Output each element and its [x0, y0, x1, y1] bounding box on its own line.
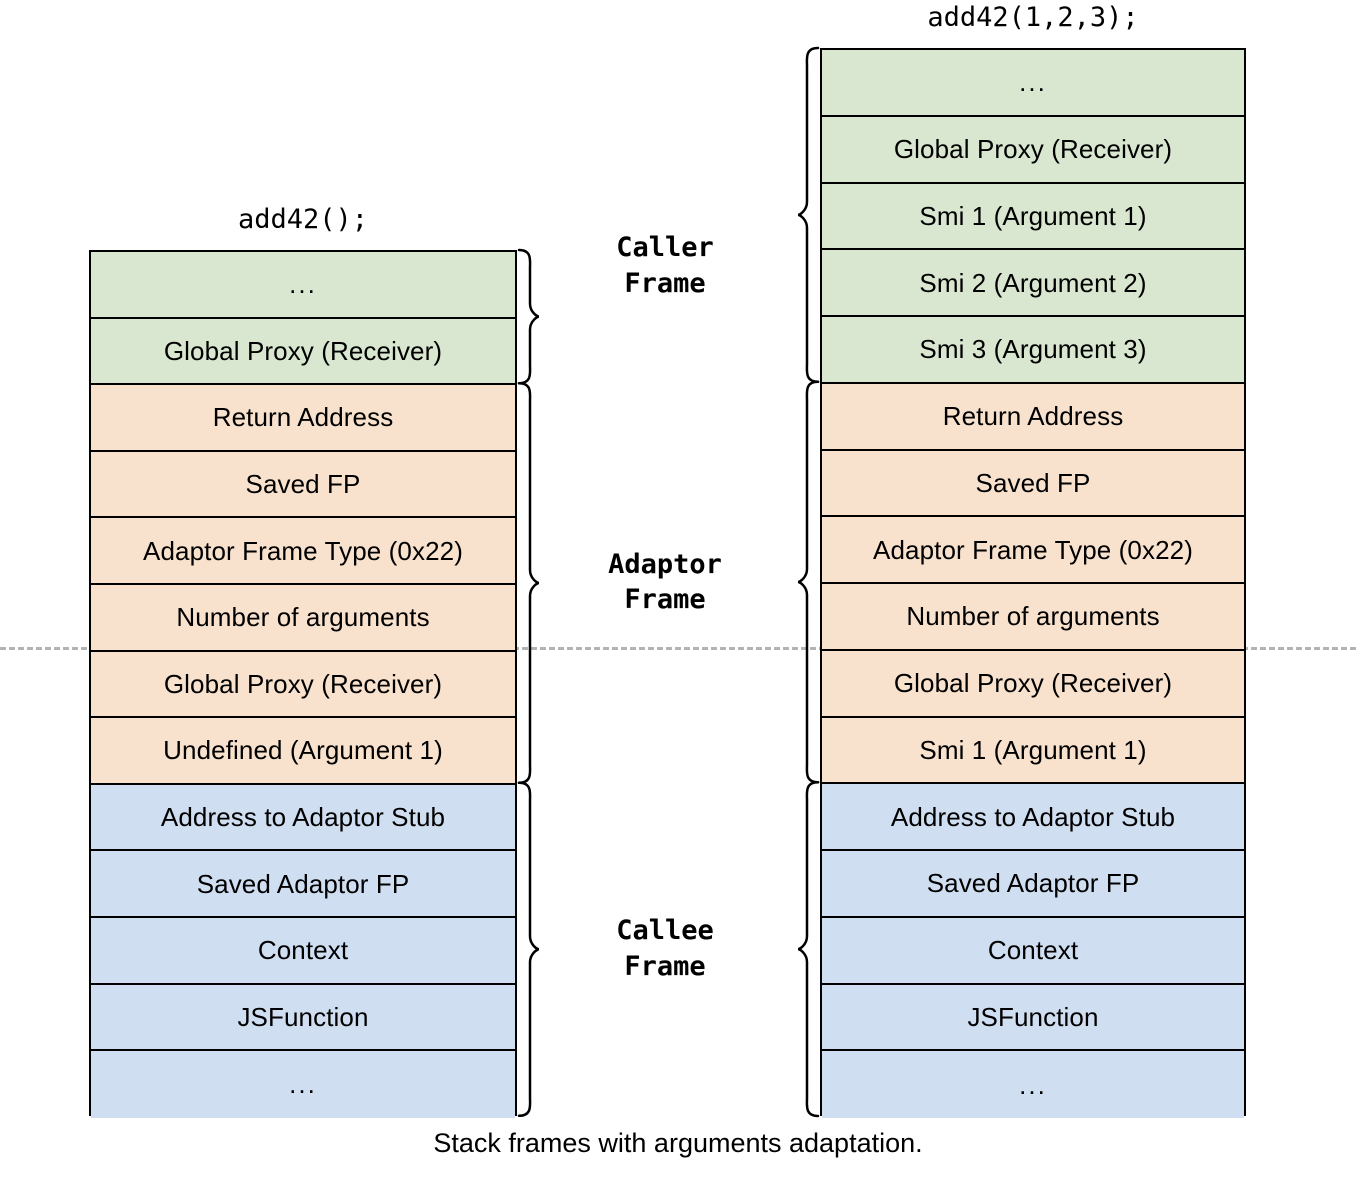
- stack-slot: Global Proxy (Receiver): [91, 651, 515, 719]
- stack-slot: Smi 1 (Argument 1): [822, 717, 1244, 785]
- caller-frame-label-line2: Frame: [624, 267, 706, 299]
- stack-slot: Smi 1 (Argument 1): [822, 183, 1244, 251]
- stack-slot: ...: [822, 1051, 1244, 1118]
- stack-slot-label: Adaptor Frame Type (0x22): [873, 534, 1193, 565]
- callee-frame-label-line1: Callee: [616, 915, 714, 947]
- stack-slot: ...: [91, 252, 515, 319]
- stack-slot: ...: [91, 1051, 515, 1118]
- adaptor-frame-label-line1: Adaptor: [608, 548, 722, 580]
- stack-slot-label: Smi 1 (Argument 1): [919, 200, 1147, 231]
- stack-slot-label: Smi 3 (Argument 3): [919, 334, 1147, 365]
- stack-slot: Context: [822, 917, 1244, 985]
- stack-slot-label: Context: [257, 935, 349, 966]
- figure-caption: Stack frames with arguments adaptation.: [433, 1128, 923, 1158]
- stack-slot-label: Adaptor Frame Type (0x22): [143, 535, 463, 566]
- stack-slot-label: Saved Adaptor FP: [196, 868, 410, 899]
- stack-slot: Adaptor Frame Type (0x22): [91, 518, 515, 585]
- stack-slot-label: Saved Adaptor FP: [926, 868, 1140, 899]
- stack-slot: Saved Adaptor FP: [91, 851, 515, 918]
- callee-frame-label: Callee Frame: [545, 913, 785, 985]
- stack-slot: Saved Adaptor FP: [822, 851, 1244, 918]
- adaptor-frame-label: Adaptor Frame: [545, 547, 785, 619]
- stack-slot-label: JSFunction: [237, 1001, 369, 1032]
- stack-slot-label: Context: [987, 935, 1079, 966]
- left-stack-call-title: add42();: [237, 204, 369, 235]
- stack-slot: Smi 2 (Argument 2): [822, 250, 1244, 317]
- stack-slot-label: Smi 1 (Argument 1): [919, 734, 1147, 765]
- stack-slot: Global Proxy (Receiver): [822, 116, 1244, 184]
- stack-slot: Saved FP: [91, 451, 515, 519]
- stack-slot-label: Saved FP: [245, 469, 361, 500]
- stack-slot: Smi 3 (Argument 3): [822, 317, 1244, 384]
- stack-slot-label: Global Proxy (Receiver): [163, 668, 443, 699]
- stack-slot: Undefined (Argument 1): [91, 718, 515, 785]
- caller-frame-label: Caller Frame: [545, 230, 785, 302]
- stack-slot: Return Address: [91, 385, 515, 452]
- stack-slot-label: Global Proxy (Receiver): [893, 668, 1173, 699]
- stack-slot-label: Address to Adaptor Stub: [890, 801, 1176, 832]
- stack-slot: Global Proxy (Receiver): [91, 318, 515, 386]
- stack-slot-label: ...: [1019, 67, 1047, 98]
- stack-slot: ...: [822, 50, 1244, 117]
- stack-slot: JSFunction: [91, 984, 515, 1052]
- stack-slot: Return Address: [822, 383, 1244, 451]
- stack-slot: Context: [91, 917, 515, 985]
- stack-slot: Adaptor Frame Type (0x22): [822, 517, 1244, 584]
- caller-frame-label-line1: Caller: [616, 231, 714, 263]
- callee-frame-label-line2: Frame: [624, 951, 706, 983]
- stack-slot: Saved FP: [822, 450, 1244, 518]
- stack-pointer-dashed-separator: [0, 647, 1356, 650]
- left-stack-table: ... Global Proxy (Receiver) Return Address…: [89, 250, 517, 1118]
- stack-slot: Number of arguments: [822, 584, 1244, 651]
- stack-slot: Address to Adaptor Stub: [91, 784, 515, 852]
- stack-slot-label: Return Address: [212, 402, 394, 433]
- stack-slot: JSFunction: [822, 984, 1244, 1052]
- stack-slot-label: Smi 2 (Argument 2): [919, 267, 1147, 298]
- stack-slot-label: Undefined (Argument 1): [163, 735, 443, 766]
- stack-slot-label: Saved FP: [975, 467, 1091, 498]
- stack-slot-label: Global Proxy (Receiver): [163, 335, 443, 366]
- stack-slot-label: Global Proxy (Receiver): [893, 134, 1173, 165]
- stack-slot-label: Number of arguments: [906, 601, 1160, 632]
- stack-slot-label: Address to Adaptor Stub: [160, 802, 446, 833]
- stack-slot-label: JSFunction: [967, 1001, 1099, 1032]
- adaptor-frame-label-line2: Frame: [624, 584, 706, 616]
- stack-slot-label: ...: [289, 1069, 317, 1100]
- stack-slot-label: ...: [1019, 1069, 1047, 1100]
- stack-slot-label: Number of arguments: [176, 602, 430, 633]
- stack-slot: Global Proxy (Receiver): [822, 650, 1244, 718]
- stack-slot: Address to Adaptor Stub: [822, 784, 1244, 851]
- stack-slot: Number of arguments: [91, 584, 515, 652]
- stack-slot-label: Return Address: [942, 401, 1124, 432]
- stack-slot-label: ...: [289, 269, 317, 300]
- right-stack-call-title: add42(1,2,3);: [927, 2, 1139, 33]
- right-stack-table: ... Global Proxy (Receiver) Smi 1 (Argumen…: [820, 48, 1246, 1118]
